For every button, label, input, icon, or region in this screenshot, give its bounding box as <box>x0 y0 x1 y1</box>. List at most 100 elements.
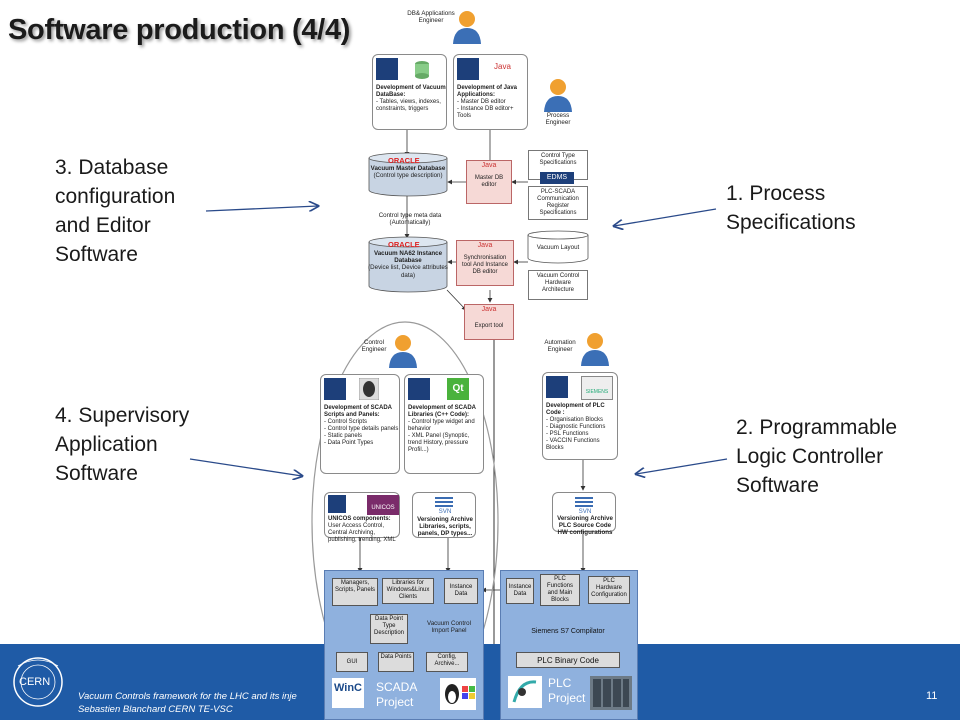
scada-dev-box: Development of SCADA Scripts and Panels:… <box>320 374 400 474</box>
label-line: Logic Controller <box>736 445 884 468</box>
cern-logo-icon <box>13 657 63 707</box>
oracle-logo: ORACLE <box>388 156 420 165</box>
svn-scada-text: Libraries, scripts, panels, DP types... <box>417 523 473 538</box>
label-db-config: 3. Database configuration and Editor Sof… <box>55 153 175 269</box>
unicos-text: User Access Control, Central Archiving, … <box>328 523 396 543</box>
role-automation-engineer: Automation Engineer <box>544 339 576 354</box>
cern-vacuum-icon <box>457 58 479 80</box>
label-plc: 2. Programmable Logic Controller Softwar… <box>736 413 897 500</box>
master-editor-box: Java Master DB editor <box>466 160 512 204</box>
master-db-cylinder <box>368 152 448 197</box>
plc-hw-config-block: PLC Hardware Configuration <box>588 576 630 604</box>
svn-scada-box: SVN Versioning Archive Libraries, script… <box>412 492 476 538</box>
plc-dev-title: Development of PLC Code : <box>546 403 605 416</box>
master-editor-label: Master DB editor <box>474 175 504 188</box>
master-db-sub: (Control type description) <box>373 172 443 180</box>
label-line: Specifications <box>726 211 856 234</box>
hw-arch-label: Vacuum Control Hardware Architecture <box>536 273 580 293</box>
scada-project-line: SCADA <box>376 680 418 694</box>
master-db: Vacuum Master Database (Control type des… <box>368 165 448 179</box>
lib-dev-item: - Control type widget and behavior <box>408 419 475 432</box>
java-icon: Java <box>481 306 497 313</box>
unicos-box: UNICOS UNICOS components: User Access Co… <box>324 492 400 543</box>
svn-label: SVN <box>578 508 592 515</box>
java-dev-item: - Instance DB editor+ Tools <box>457 106 514 119</box>
svn-label: SVN <box>438 508 452 515</box>
scada-dev-item: - Control Scripts <box>324 419 368 425</box>
automation-engineer-icon <box>581 333 609 366</box>
page-number: 11 <box>926 690 938 702</box>
control-engineer-icon <box>389 335 417 368</box>
unicos-badge: UNICOS <box>367 495 399 515</box>
instance-block: Instance Data <box>444 578 478 604</box>
java-dev-title: Development of Java Applications: <box>457 85 518 98</box>
dpt-desc-block: Data Point Type Description <box>370 614 408 644</box>
db-engineer-icon <box>453 11 481 44</box>
label-line: Application <box>55 433 158 456</box>
plc-dev-box: SIEMENS Development of PLC Code : - Orga… <box>542 372 618 460</box>
plc-project-line: PLC <box>548 676 572 690</box>
db-dev-box: Development of Vacuum DataBase: - Tables… <box>372 54 447 130</box>
plc-dev-item: - PSL Functions <box>546 431 589 437</box>
scada-project-line: Project <box>376 695 414 709</box>
cern-logo-text: CERN <box>19 676 51 688</box>
siemens-step7-icon <box>508 676 542 708</box>
libraries-block: Libraries for Windows&Linux Clients <box>382 578 434 604</box>
plc-dev-item: - VACCIN Functions Blocks <box>546 438 600 451</box>
cern-vacuum-icon <box>376 58 398 80</box>
scada-dev-title: Development of SCADA Scripts and Panels: <box>324 405 392 418</box>
footer-line2: Sebastien Blanchard CERN TE-VSC <box>78 704 233 715</box>
footer-line1: Vacuum Controls framework for the LHC an… <box>78 691 297 702</box>
slide-title: Software production (4/4) <box>8 14 351 46</box>
master-db-title: Vacuum Master Database <box>370 165 446 172</box>
label-line: 2. Programmable <box>736 416 898 439</box>
lib-dev-title: Development of SCADA Libraries (C++ Code… <box>408 405 476 418</box>
hw-arch-doc: Vacuum Control Hardware Architecture <box>528 270 588 300</box>
scada-project-label: SCADA Project <box>376 680 417 710</box>
lib-dev-item: - XML Panel (Synoptic, trend History, pr… <box>408 433 470 453</box>
scada-dev-item: - Control type details panels <box>324 426 399 432</box>
footer-text: Vacuum Controls framework for the LHC an… <box>78 690 297 716</box>
label-line: 4. Supervisory <box>55 404 190 427</box>
scada-dev-item: - Data Point Types <box>324 440 374 446</box>
instance-db: Vacuum NA62 Instance Database (Device li… <box>368 250 448 279</box>
supervisory-ellipse <box>311 321 499 720</box>
plc-dev-item: - Diagnostic Functions <box>546 424 606 430</box>
label-line: Software <box>55 462 138 485</box>
java-dev-item: - Master DB editor <box>457 99 506 105</box>
db-dev-item: - Tables, views, indexes, constraints, t… <box>376 99 441 112</box>
meta-data-label: Control type meta data (Automatically) <box>378 212 442 227</box>
cern-vacuum-icon <box>408 378 430 400</box>
unicos-title: UNICOS components: <box>328 516 391 522</box>
sync-tool-box: Java Synchronisation tool And Instance D… <box>456 240 514 286</box>
plc-project-label: PLC Project <box>548 676 585 706</box>
cern-vacuum-icon <box>324 378 346 400</box>
java-icon: Java <box>494 62 511 71</box>
export-tool-label: Export tool <box>474 323 504 329</box>
label-line: 3. Database <box>55 156 169 179</box>
linux-icon <box>359 378 379 400</box>
linux-windows-icon <box>440 678 476 710</box>
import-panel-label: Vacuum Control Import Panel <box>427 620 471 635</box>
compiler-label: Siemens S7 Compilator <box>531 628 605 635</box>
java-icon: Java <box>477 242 493 249</box>
process-engineer-icon <box>544 79 572 112</box>
label-line: configuration <box>55 185 176 208</box>
database-icon <box>415 61 429 79</box>
svn-icon <box>435 497 453 507</box>
plc-scada-spec-doc: PLC-SCADA Communication Register Specifi… <box>528 186 588 220</box>
arrow-supervisory <box>189 458 302 476</box>
flow-line <box>446 289 467 311</box>
scada-dev-item: - Static panels <box>324 433 363 439</box>
managers-block: Managers, Scripts, Panels <box>332 578 378 606</box>
java-icon: Java <box>481 162 497 169</box>
data-points-block: Data Points <box>378 652 414 672</box>
label-process-specs: 1. Process Specifications <box>726 179 856 237</box>
lib-dev-box: Qt Development of SCADA Libraries (C++ C… <box>404 374 484 474</box>
config-block: Config, Archive... <box>426 652 468 672</box>
label-line: and Editor <box>55 214 151 237</box>
svn-plc-box: SVN Versioning Archive PLC Source Code H… <box>552 492 616 536</box>
svn-icon <box>575 497 593 507</box>
gui-block: GUI <box>336 652 368 672</box>
sync-tool-label: Synchronisation tool And Instance DB edi… <box>461 255 509 275</box>
